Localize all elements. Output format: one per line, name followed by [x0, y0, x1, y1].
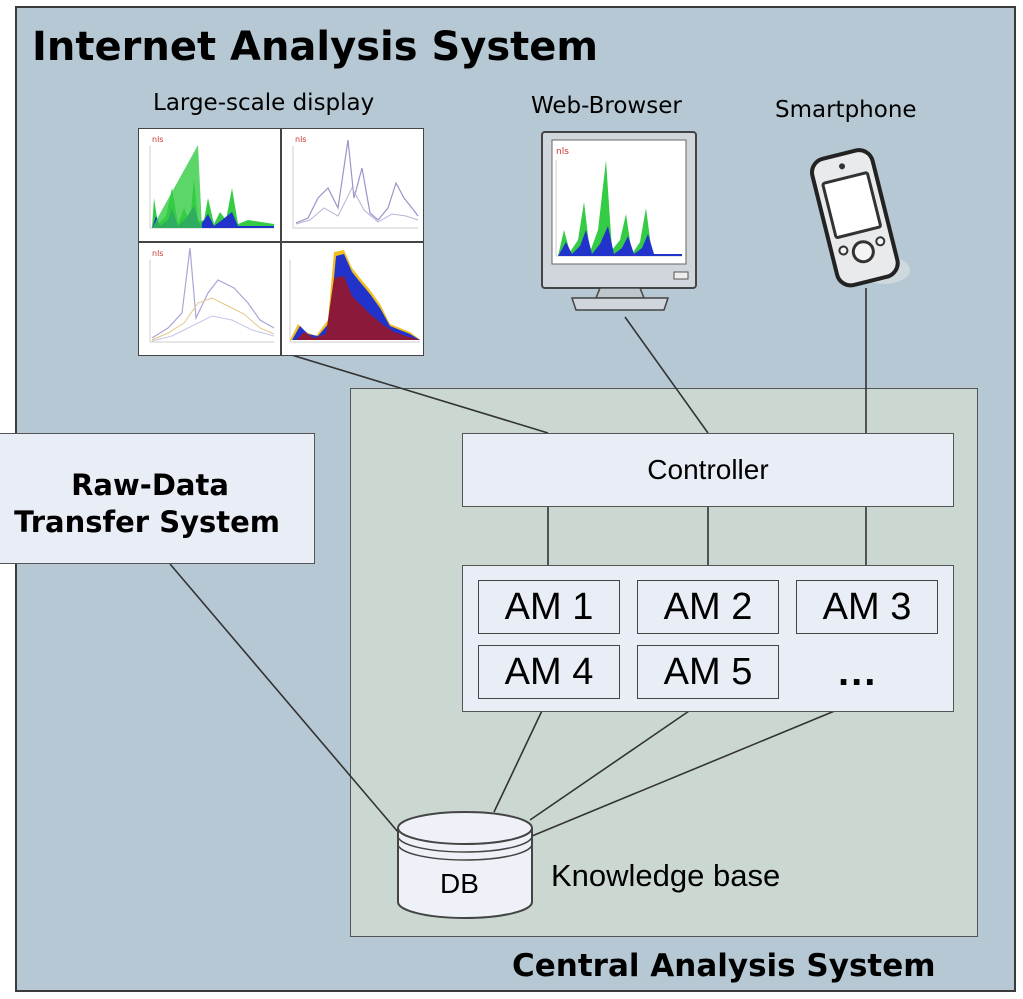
large-display-screen: nls nls nls: [138, 128, 424, 356]
am-5-box: AM 5: [637, 645, 779, 699]
diagram-title: Internet Analysis System: [32, 24, 599, 70]
raw-data-label-line2: Transfer System: [14, 505, 280, 539]
display-chart-2: nls: [292, 135, 419, 229]
display-chart-1: nls: [149, 135, 274, 229]
line-browser-controller: [624, 316, 709, 434]
line-raw-db: [169, 563, 399, 833]
display-chart-3: nls: [149, 247, 275, 343]
line-am5-db: [529, 697, 709, 821]
am-4-box: AM 4: [478, 645, 620, 699]
am-1-box: AM 1: [478, 580, 620, 634]
central-analysis-system-label: Central Analysis System: [512, 948, 936, 984]
svg-text:nls: nls: [152, 249, 163, 258]
am-3-box: AM 3: [796, 580, 938, 634]
raw-data-label-line1: Raw-Data: [71, 468, 229, 502]
more-modules-ellipsis: ...: [838, 650, 878, 694]
line-am4-db: [493, 697, 549, 813]
web-browser-label: Web-Browser: [531, 93, 682, 119]
am-2-box: AM 2: [637, 580, 779, 634]
svg-text:nls: nls: [152, 135, 163, 144]
smartphone-label: Smartphone: [775, 97, 917, 123]
line-display-controller: [284, 352, 549, 434]
web-browser-monitor-icon: nls: [541, 131, 697, 311]
db-label: DB: [440, 868, 479, 899]
controller-box: Controller: [462, 433, 954, 507]
display-chart-4: [289, 250, 420, 343]
database-cylinder-icon: [397, 811, 533, 919]
raw-data-transfer-box: [0, 433, 315, 564]
svg-text:nls: nls: [556, 147, 569, 157]
knowledge-base-label: Knowledge base: [551, 858, 781, 893]
svg-text:nls: nls: [295, 135, 306, 144]
smartphone-icon: [810, 148, 910, 288]
line-more-db: [531, 697, 867, 837]
large-display-label: Large-scale display: [153, 90, 375, 116]
